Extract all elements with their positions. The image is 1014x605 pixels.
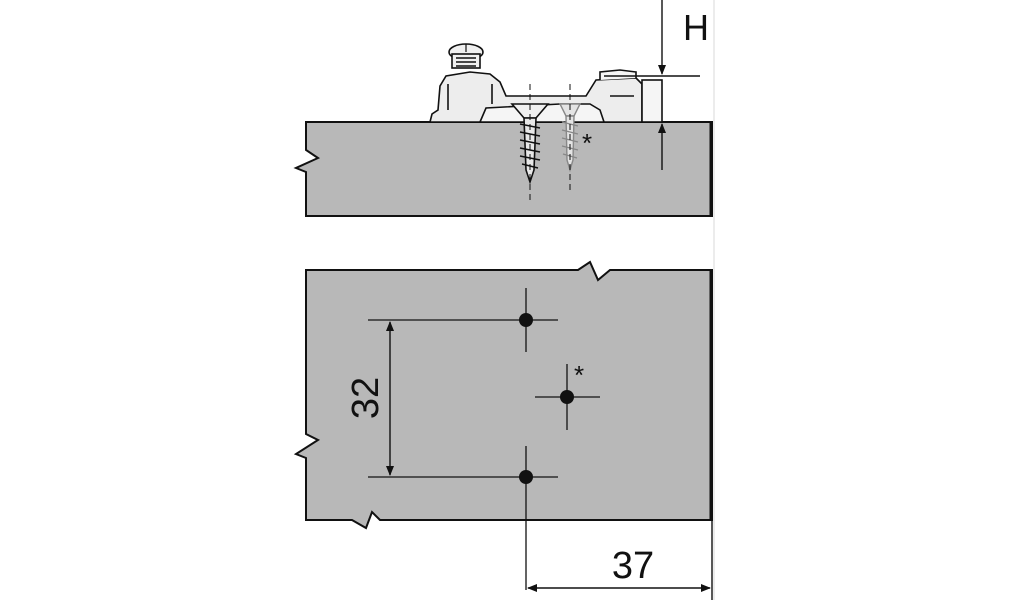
side-panel [293,121,713,217]
edge-distance-dimension [527,520,713,600]
hole-spacing-label: 32 [345,377,387,419]
hole-top [519,313,533,327]
height-dimension [604,0,700,170]
top-view: * 32 37 [293,260,713,600]
adjustment-screw [448,43,484,69]
alternative-screw [558,84,582,192]
side-view: * H [293,0,713,217]
hole-bottom [519,470,533,484]
height-label: H [683,7,709,48]
wood-screw [510,84,550,200]
mounting-plate [428,69,663,123]
screw-marker: * [582,128,592,158]
hole-marker: * [574,360,584,390]
edge-distance-label: 37 [612,545,654,587]
hole-alternative [560,390,574,404]
top-panel [293,260,713,530]
